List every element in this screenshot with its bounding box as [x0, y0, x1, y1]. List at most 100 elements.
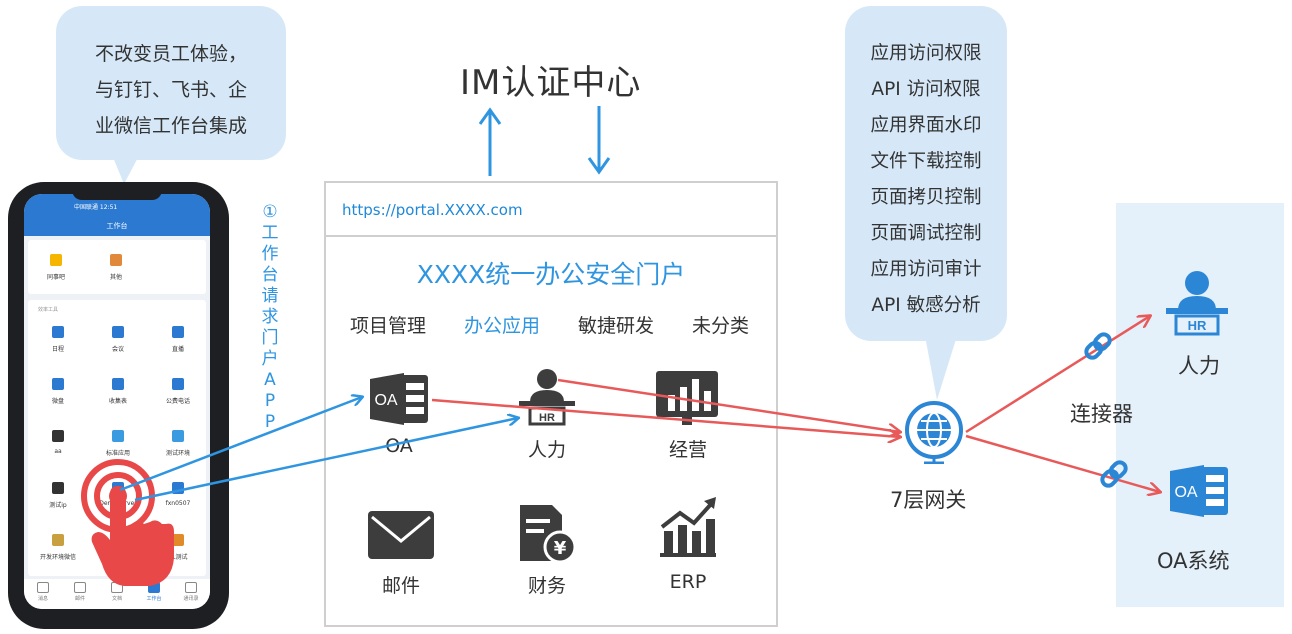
arrow-hr-to-gateway: [557, 378, 900, 432]
feature-line: 应用访问审计: [870, 259, 982, 280]
portal-url: https://portal.XXXX.com: [342, 201, 523, 219]
address-bar[interactable]: https://portal.XXXX.com: [326, 183, 776, 237]
phone-app-item[interactable]: 其他: [96, 254, 136, 281]
phone-app-item[interactable]: aa: [38, 430, 78, 455]
phone-app-label: 开发环境微信: [39, 554, 76, 561]
app-icon: [52, 378, 64, 390]
app-icon: [172, 430, 184, 442]
app-icon: [112, 430, 124, 442]
target-label-oa: OA系统: [1157, 549, 1230, 573]
phone-app-label: YL测试: [168, 554, 188, 561]
feature-line: 文件下载控制: [870, 151, 982, 172]
phone-screen: 中国联通 12:51 工作台 同事吧 其他 效率工具 消息 邮件 文档 工作台 …: [24, 194, 210, 609]
oa-icon: OA: [1170, 465, 1228, 517]
feature-line: 应用访问权限: [870, 43, 982, 64]
app-label-erp: ERP: [669, 571, 707, 593]
svg-text:OA: OA: [1174, 484, 1197, 501]
app-icon: [112, 326, 124, 338]
portal-title: XXXX统一办公安全门户: [416, 260, 686, 289]
app-icon: [52, 534, 64, 546]
link-icon: [1100, 460, 1128, 488]
nav-contacts[interactable]: 通讯录: [176, 582, 206, 602]
phone-top-card: 同事吧 其他: [28, 240, 206, 294]
arrow-gateway-to-oa: [965, 434, 1160, 492]
app-icon: [52, 482, 64, 494]
nav-messages[interactable]: 消息: [28, 582, 58, 602]
phone-app-item[interactable]: 同事吧: [36, 254, 76, 281]
phone-app-label: 收集表: [108, 398, 127, 405]
feature-line: 应用界面水印: [870, 115, 982, 136]
link-icon: [1084, 332, 1112, 360]
callout-line: 不改变员工体验，: [94, 43, 247, 65]
callout-tail: [925, 336, 957, 400]
phone-app-item[interactable]: 微盘: [38, 378, 78, 405]
phone-app-item[interactable]: 直播: [158, 326, 198, 353]
integration-callout: 不改变员工体验， 与钉钉、飞书、企 业微信工作台集成: [56, 6, 286, 160]
app-icon: [50, 254, 62, 266]
feature-line: 页面调试控制: [870, 223, 982, 244]
svg-text:¥: ¥: [554, 538, 567, 559]
phone-app-label: 微盘: [51, 398, 64, 405]
phone-app-item[interactable]: 收集表: [98, 378, 138, 405]
svg-text:HR: HR: [1188, 318, 1207, 333]
phone-app-item[interactable]: 标准应用: [98, 430, 138, 457]
gateway-label: 7层网关: [890, 488, 967, 512]
mail-icon: [74, 582, 86, 593]
nav-label: 邮件: [74, 596, 85, 602]
target-label-hr: 人力: [1178, 354, 1220, 378]
hr-icon[interactable]: HR: [516, 368, 578, 428]
im-auth-center-title: IM认证中心: [460, 63, 642, 103]
phone-app-item[interactable]: YL测试: [158, 534, 198, 561]
phone-app-label: 会议: [111, 346, 124, 353]
phone-app-label: 直播: [171, 346, 184, 353]
phone-app-label: aa: [54, 448, 62, 455]
app-icon: [52, 326, 64, 338]
erp-icon[interactable]: [658, 497, 718, 559]
tab-office-apps[interactable]: 办公应用: [464, 315, 541, 337]
nav-label: 通讯录: [183, 596, 199, 602]
feature-line: API 敏感分析: [871, 295, 981, 316]
phone-app-label: 其他: [109, 274, 122, 281]
phone-app-item[interactable]: 日程: [38, 326, 78, 353]
phone-app-label: 测试环境: [165, 450, 190, 457]
callout-line: 与钉钉、飞书、企: [94, 79, 247, 101]
tab-uncategorized[interactable]: 未分类: [692, 315, 750, 337]
feature-line: API 访问权限: [871, 79, 981, 100]
phone-app-item[interactable]: 测试环境: [158, 430, 198, 457]
app-icon: [52, 430, 64, 442]
phone-app-item[interactable]: 开发环境微信: [38, 534, 78, 561]
phone-app-item[interactable]: 会议: [98, 326, 138, 353]
app-icon: [172, 534, 184, 546]
mail-icon[interactable]: [368, 509, 434, 561]
app-label-mail: 邮件: [381, 575, 421, 597]
phone-status-bar: 中国联通 12:51: [74, 204, 118, 211]
nav-label: 消息: [37, 596, 48, 602]
phone-app-label: 测试ip: [49, 502, 67, 509]
nav-label: 文档: [111, 596, 122, 602]
security-features-callout: 应用访问权限 API 访问权限 应用界面水印 文件下载控制 页面拷贝控制 页面调…: [845, 6, 1007, 341]
finance-icon[interactable]: ¥: [520, 505, 578, 565]
app-label-business: 经营: [668, 439, 708, 461]
phone-title: 工作台: [106, 222, 128, 230]
phone-app-label: 公费电话: [165, 398, 190, 405]
oa-icon[interactable]: OA: [370, 371, 432, 427]
hr-icon: HR: [1166, 271, 1228, 336]
flow-step-label: ①工作台请求门户APP: [261, 202, 279, 432]
svg-text:HR: HR: [539, 412, 555, 424]
phone-app-item[interactable]: 测试ip: [38, 482, 78, 509]
portal-window: https://portal.XXXX.com XXXX统一办公安全门户 项目管…: [324, 181, 778, 627]
app-label-oa: OA: [385, 435, 413, 457]
svg-text:OA: OA: [374, 392, 397, 409]
nav-mail[interactable]: 邮件: [65, 582, 95, 602]
phone-app-item[interactable]: 公费电话: [158, 378, 198, 405]
contacts-icon: [185, 582, 197, 593]
tab-agile-dev[interactable]: 敏捷研发: [578, 315, 655, 337]
tab-project-management[interactable]: 项目管理: [350, 315, 427, 337]
phone-app-label: 同事吧: [46, 274, 65, 281]
callout-tail: [110, 150, 142, 184]
arrow-oa-to-gateway: [431, 398, 900, 437]
app-label-hr: 人力: [527, 439, 567, 461]
im-arrows: [478, 106, 611, 176]
app-icon: [110, 254, 122, 266]
